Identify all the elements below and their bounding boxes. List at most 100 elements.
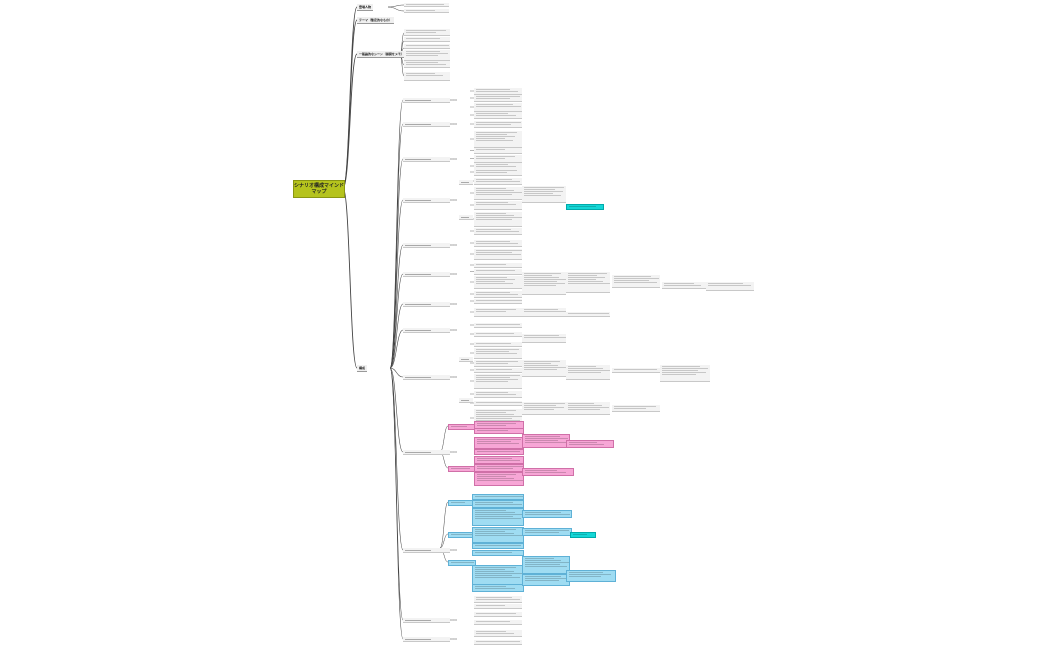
blue-card[interactable] bbox=[448, 560, 476, 566]
note-card[interactable] bbox=[474, 269, 522, 275]
branch-characters[interactable]: 登場人物 bbox=[357, 4, 374, 11]
note-card[interactable] bbox=[474, 263, 522, 268]
blue-card[interactable] bbox=[522, 528, 572, 536]
pink-card[interactable] bbox=[522, 468, 574, 476]
act-node[interactable] bbox=[403, 618, 450, 623]
note-card[interactable] bbox=[474, 112, 522, 119]
highlight-card[interactable] bbox=[570, 532, 596, 538]
note-card[interactable] bbox=[474, 308, 522, 317]
scene-node[interactable] bbox=[459, 398, 473, 403]
branch-theme[interactable]: テーマ（暫定的なもの） bbox=[357, 17, 395, 24]
act-node[interactable] bbox=[403, 328, 450, 333]
note-card[interactable] bbox=[566, 272, 610, 293]
pink-card[interactable] bbox=[448, 466, 476, 472]
blue-card[interactable] bbox=[472, 527, 524, 543]
note-card[interactable] bbox=[566, 365, 610, 380]
note-card[interactable] bbox=[404, 3, 449, 7]
note-card[interactable] bbox=[612, 368, 660, 373]
blue-card[interactable] bbox=[448, 500, 474, 506]
note-card[interactable] bbox=[474, 323, 522, 328]
branch-general-scenes[interactable]: 一般論的なシーン（展開をメモ） bbox=[357, 51, 406, 58]
note-card[interactable] bbox=[474, 391, 522, 398]
blue-card[interactable] bbox=[472, 500, 524, 508]
blue-card[interactable] bbox=[472, 508, 524, 526]
blue-card[interactable] bbox=[472, 565, 524, 585]
act-node[interactable] bbox=[403, 243, 450, 248]
scene-node[interactable] bbox=[459, 215, 473, 220]
note-card[interactable] bbox=[474, 620, 522, 625]
note-card[interactable] bbox=[404, 9, 449, 13]
note-card[interactable] bbox=[474, 368, 522, 373]
note-card[interactable] bbox=[612, 405, 660, 412]
note-card[interactable] bbox=[474, 640, 522, 645]
note-card[interactable] bbox=[662, 282, 706, 289]
blue-card[interactable] bbox=[472, 543, 524, 549]
note-card[interactable] bbox=[404, 29, 450, 36]
act-node[interactable] bbox=[403, 548, 450, 553]
note-card[interactable] bbox=[474, 240, 522, 247]
scene-node[interactable] bbox=[459, 180, 473, 185]
scene-node[interactable] bbox=[459, 357, 473, 362]
note-card[interactable] bbox=[522, 308, 566, 317]
act-node[interactable] bbox=[403, 198, 450, 203]
note-card[interactable] bbox=[474, 228, 522, 235]
note-card[interactable] bbox=[566, 312, 610, 317]
note-card[interactable] bbox=[404, 44, 450, 49]
note-card[interactable] bbox=[474, 187, 522, 200]
note-card[interactable] bbox=[474, 95, 522, 102]
note-card[interactable] bbox=[522, 360, 566, 377]
act-node[interactable] bbox=[403, 122, 450, 127]
note-card[interactable] bbox=[474, 299, 522, 304]
note-card[interactable] bbox=[474, 178, 522, 185]
note-card[interactable] bbox=[404, 37, 450, 42]
note-card[interactable] bbox=[474, 630, 522, 637]
note-card[interactable] bbox=[706, 282, 754, 291]
note-card[interactable] bbox=[474, 596, 522, 603]
pink-card[interactable] bbox=[474, 437, 524, 449]
branch-structure[interactable]: 構成 bbox=[357, 365, 368, 372]
note-card[interactable] bbox=[474, 374, 522, 389]
note-card[interactable] bbox=[474, 169, 522, 176]
note-card[interactable] bbox=[474, 121, 522, 128]
pink-card[interactable] bbox=[566, 440, 614, 448]
root-node[interactable]: シナリオ構成マインドマップ bbox=[293, 180, 345, 198]
note-card[interactable] bbox=[474, 103, 522, 112]
pink-card[interactable] bbox=[522, 434, 570, 448]
note-card[interactable] bbox=[474, 249, 522, 260]
note-card[interactable] bbox=[474, 360, 522, 367]
pink-card[interactable] bbox=[474, 464, 524, 472]
note-card[interactable] bbox=[404, 72, 450, 81]
note-card[interactable] bbox=[522, 186, 566, 203]
pink-card[interactable] bbox=[448, 424, 476, 430]
note-card[interactable] bbox=[474, 401, 522, 406]
pink-card[interactable] bbox=[474, 472, 524, 486]
blue-card[interactable] bbox=[522, 556, 570, 574]
note-card[interactable] bbox=[474, 131, 522, 148]
note-card[interactable] bbox=[474, 348, 522, 359]
note-card[interactable] bbox=[404, 61, 450, 68]
note-card[interactable] bbox=[474, 342, 522, 347]
act-node[interactable] bbox=[403, 302, 450, 307]
act-node[interactable] bbox=[403, 375, 450, 380]
note-card[interactable] bbox=[474, 276, 522, 289]
blue-card[interactable] bbox=[472, 494, 524, 500]
note-card[interactable] bbox=[474, 155, 522, 163]
note-card[interactable] bbox=[522, 334, 566, 343]
note-card[interactable] bbox=[474, 604, 522, 609]
note-card[interactable] bbox=[474, 332, 522, 337]
pink-card[interactable] bbox=[474, 428, 524, 434]
note-card[interactable] bbox=[474, 148, 522, 154]
blue-card[interactable] bbox=[522, 574, 570, 586]
note-card[interactable] bbox=[404, 50, 450, 61]
pink-card[interactable] bbox=[474, 449, 524, 455]
note-card[interactable] bbox=[660, 365, 710, 382]
act-node[interactable] bbox=[403, 272, 450, 277]
note-card[interactable] bbox=[474, 212, 522, 227]
act-node[interactable] bbox=[403, 157, 450, 162]
note-card[interactable] bbox=[522, 272, 566, 295]
highlight-card[interactable] bbox=[566, 204, 604, 210]
blue-card[interactable] bbox=[472, 550, 524, 556]
note-card[interactable] bbox=[612, 275, 660, 288]
blue-card[interactable] bbox=[472, 584, 524, 592]
act-node[interactable] bbox=[403, 637, 450, 642]
